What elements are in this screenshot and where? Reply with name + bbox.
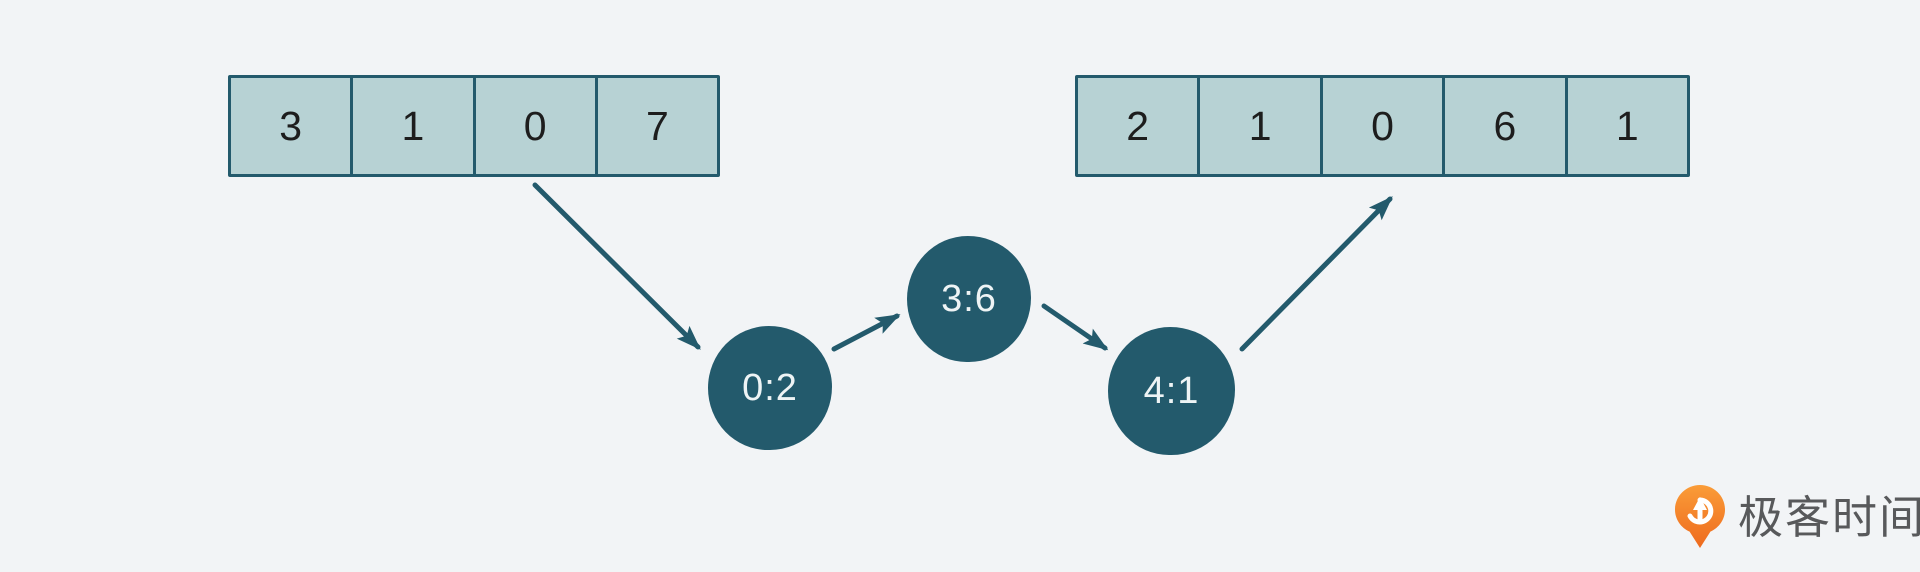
node-4-1: 4:1 <box>1108 327 1235 455</box>
node-0-2: 0:2 <box>708 326 832 450</box>
arrow-node02-to-node36 <box>831 313 901 352</box>
left-array: 3 1 0 7 <box>228 75 720 177</box>
right-array-cell-2: 0 <box>1319 75 1446 177</box>
right-array-cell-0: 2 <box>1075 75 1201 177</box>
arrow-node41-to-rightarray <box>1239 196 1393 352</box>
node-3-6: 3:6 <box>907 236 1031 362</box>
right-array-cell-3: 6 <box>1442 75 1568 177</box>
node-0-2-label: 0:2 <box>742 366 798 409</box>
geektime-logo: 极客时间 <box>1674 484 1920 550</box>
geektime-pin-icon <box>1674 484 1726 550</box>
left-array-cell-0: 3 <box>228 75 354 177</box>
right-array-cell-4: 1 <box>1564 75 1691 177</box>
node-4-1-label: 4:1 <box>1143 369 1200 412</box>
arrow-leftarray-to-node02 <box>532 182 701 350</box>
left-array-cell-2: 0 <box>472 75 598 177</box>
right-array-cell-1: 1 <box>1197 75 1323 177</box>
geektime-logo-text: 极客时间 <box>1738 491 1920 543</box>
node-3-6-label: 3:6 <box>941 277 997 320</box>
left-array-cell-3: 7 <box>594 75 720 177</box>
arrow-node36-to-node41 <box>1041 303 1109 351</box>
left-array-cell-1: 1 <box>350 75 476 177</box>
right-array: 2 1 0 6 1 <box>1075 75 1691 177</box>
